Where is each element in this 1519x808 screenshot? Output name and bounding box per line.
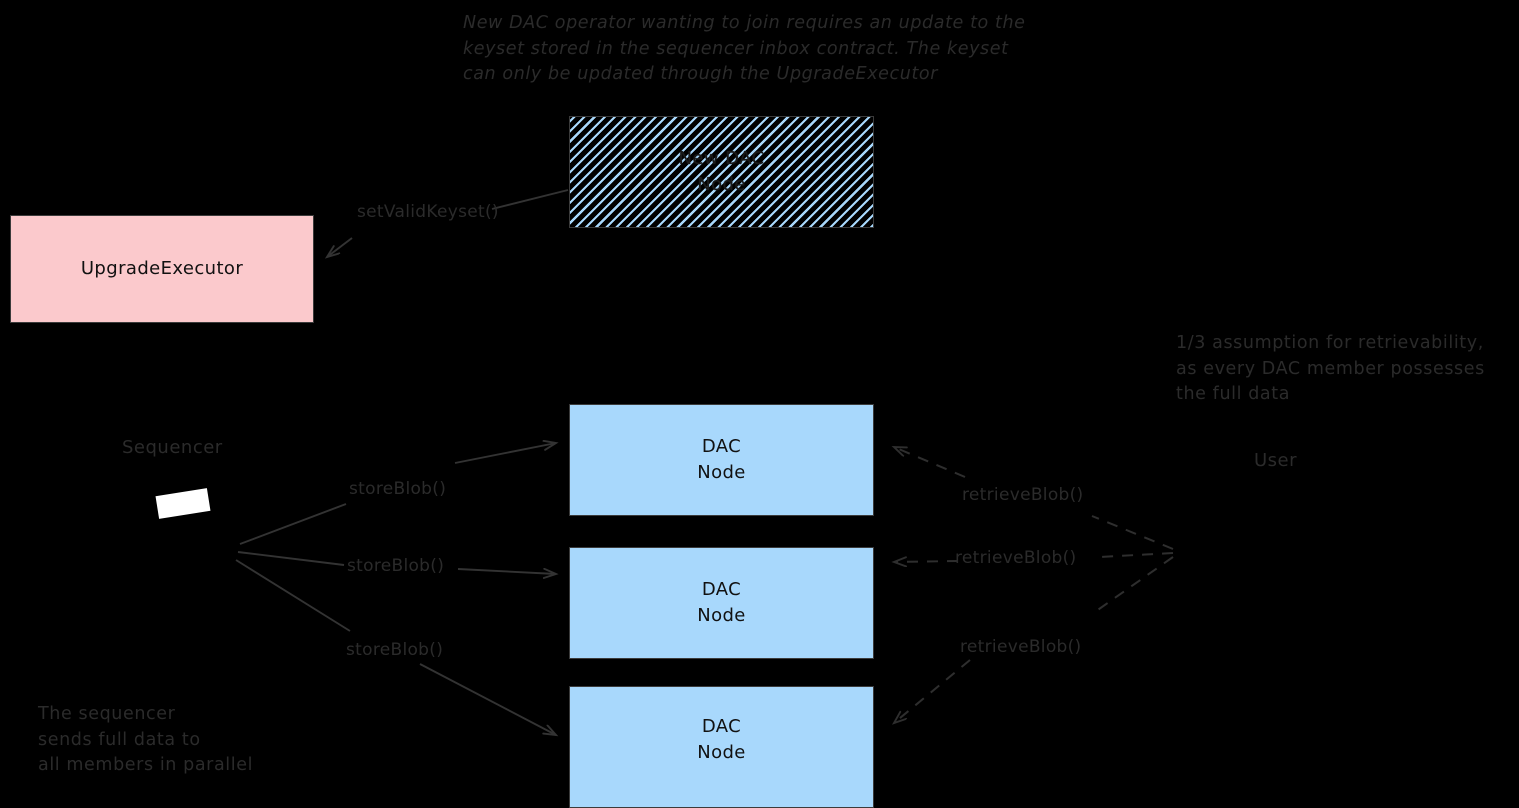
- node-upgrade-executor[interactable]: UpgradeExecutor: [10, 215, 314, 323]
- edge-set-valid-keyset: [327, 189, 569, 257]
- node-dac-node-1-label: DAC Node: [697, 436, 746, 483]
- node-new-dac-node-label: New DAC Node: [678, 148, 765, 195]
- note-keyset: New DAC operator wanting to join require…: [463, 13, 1026, 84]
- node-dac-node-3-label: DAC Node: [697, 716, 746, 763]
- edge-label-set-valid-keyset: setValidKeyset(): [357, 202, 499, 222]
- sequencer-icon: [155, 488, 211, 519]
- node-dac-node-2-label: DAC Node: [697, 579, 746, 626]
- edge-label-retrieve-blob-2: retrieveBlob(): [955, 548, 1077, 568]
- node-dac-node-2[interactable]: DAC Node: [569, 547, 874, 659]
- note-retrievability: 1/3 assumption for retrievability, as ev…: [1176, 333, 1485, 404]
- node-dac-node-1[interactable]: DAC Node: [569, 404, 874, 516]
- node-new-dac-node[interactable]: New DAC Node: [569, 116, 874, 228]
- actor-user-label: User: [1254, 450, 1298, 471]
- node-upgrade-executor-label: UpgradeExecutor: [80, 258, 244, 279]
- edge-label-retrieve-blob-3: retrieveBlob(): [960, 637, 1082, 657]
- edge-label-store-blob-3: storeBlob(): [346, 640, 444, 660]
- note-sequencer-parallel: The sequencer sends full data to all mem…: [38, 704, 254, 775]
- node-dac-node-3[interactable]: DAC Node: [569, 686, 874, 808]
- edge-label-store-blob-1: storeBlob(): [349, 479, 447, 499]
- actor-sequencer-label: Sequencer: [122, 437, 223, 458]
- edge-label-store-blob-2: storeBlob(): [347, 556, 445, 576]
- edge-label-retrieve-blob-1: retrieveBlob(): [962, 485, 1084, 505]
